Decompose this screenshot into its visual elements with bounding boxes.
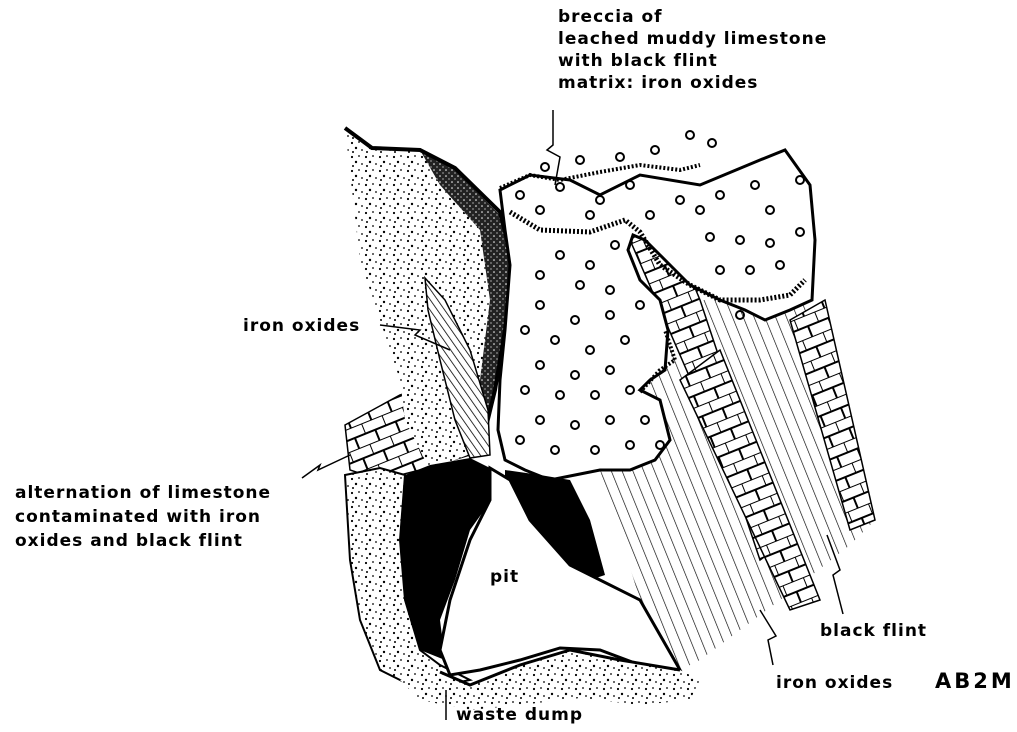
- label-alternation-line-1: alternation of limestone: [15, 483, 271, 503]
- label-black-flint: black flint: [820, 621, 927, 641]
- label-breccia-line-1: breccia of: [558, 7, 663, 27]
- label-iron-oxides-bottom: iron oxides: [776, 673, 893, 693]
- label-breccia-line-2: leached muddy limestone: [558, 29, 827, 49]
- label-figure-code: AB2M: [935, 669, 1015, 693]
- label-pit: pit: [490, 567, 519, 587]
- label-breccia-line-3: with black flint: [558, 51, 718, 71]
- label-alternation-line-2: contaminated with iron: [15, 507, 261, 527]
- label-breccia-line-4: matrix: iron oxides: [558, 73, 758, 93]
- label-waste-dump: waste dump: [456, 705, 583, 725]
- label-iron-oxides-left: iron oxides: [243, 316, 360, 336]
- label-alternation-line-3: oxides and black flint: [15, 531, 243, 551]
